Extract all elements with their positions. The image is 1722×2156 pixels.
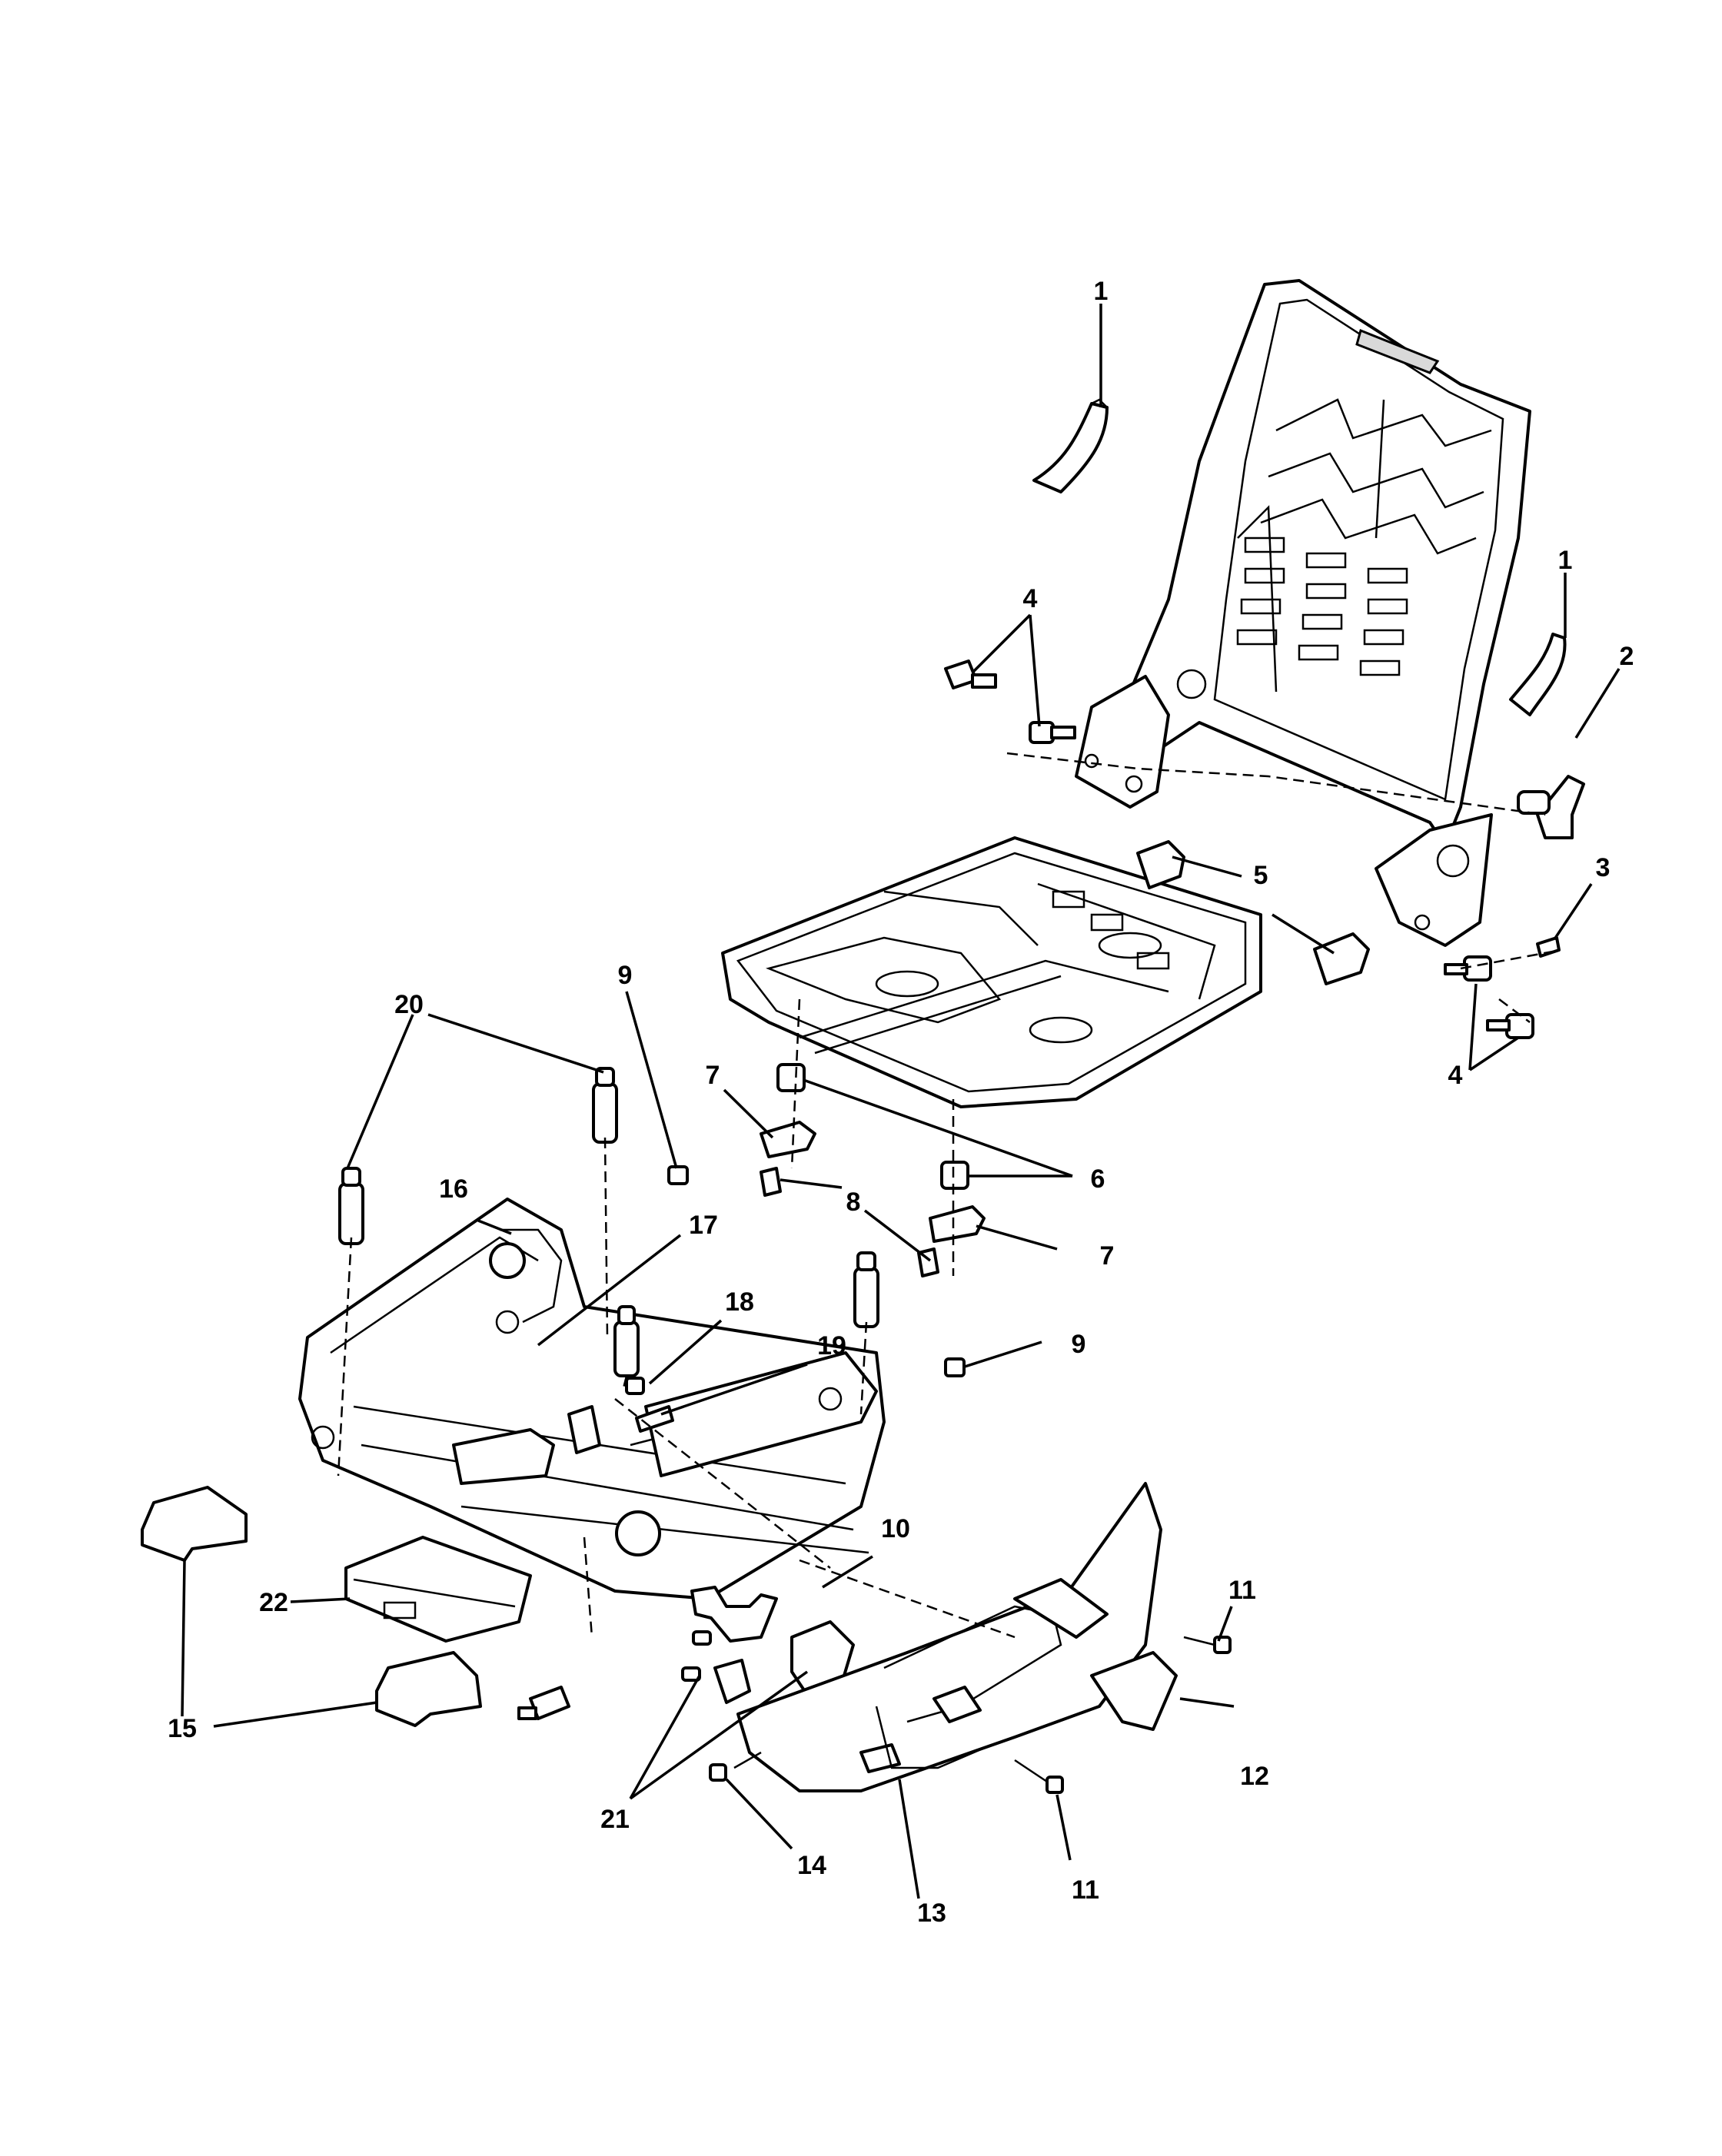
callout-13: 13 bbox=[917, 1899, 946, 1928]
callout-6: 6 bbox=[1091, 1164, 1105, 1194]
callout-19: 19 bbox=[817, 1331, 846, 1360]
callout-7-left: 7 bbox=[706, 1061, 720, 1090]
callout-12: 12 bbox=[1240, 1762, 1269, 1791]
callout-11-lower: 11 bbox=[1072, 1875, 1099, 1905]
callout-15: 15 bbox=[168, 1714, 197, 1743]
screw-3 bbox=[1536, 936, 1561, 958]
pin-20c bbox=[853, 1251, 879, 1328]
callout-21: 21 bbox=[600, 1805, 630, 1834]
seat-cushion-pan bbox=[721, 836, 1262, 1108]
callout-11-upper: 11 bbox=[1228, 1576, 1256, 1605]
track-cover-rear bbox=[375, 1651, 482, 1727]
bolt-lower-1 bbox=[1444, 955, 1492, 982]
callout-1-top: 1 bbox=[1094, 277, 1109, 306]
screw-11a bbox=[1183, 1636, 1232, 1654]
seat-back-frame bbox=[1075, 279, 1531, 947]
callout-2: 2 bbox=[1620, 642, 1634, 671]
callout-4-upper: 4 bbox=[1023, 584, 1038, 613]
stud-8a bbox=[760, 1167, 782, 1197]
recliner-handle bbox=[1517, 775, 1585, 839]
side-shield bbox=[736, 1482, 1178, 1792]
callout-4-lower: 4 bbox=[1448, 1061, 1463, 1090]
nut-9b bbox=[944, 1357, 966, 1377]
connector-plug bbox=[517, 1686, 570, 1720]
callout-17: 17 bbox=[689, 1211, 718, 1240]
callout-5: 5 bbox=[1254, 861, 1268, 890]
trim-cover-right bbox=[1509, 633, 1567, 716]
callout-7-right: 7 bbox=[1100, 1241, 1115, 1271]
callout-14: 14 bbox=[797, 1851, 826, 1880]
callout-10: 10 bbox=[881, 1514, 910, 1543]
pin-20a bbox=[338, 1167, 364, 1245]
callout-9-upper: 9 bbox=[618, 961, 633, 990]
callout-20: 20 bbox=[394, 990, 424, 1019]
trim-cover-upper bbox=[1032, 398, 1109, 493]
callout-9-lower: 9 bbox=[1072, 1330, 1086, 1359]
callout-labels: 1 1 2 3 4 4 5 6 7 7 8 9 9 10 11 11 12 13… bbox=[168, 277, 1634, 1928]
callout-1-right: 1 bbox=[1558, 546, 1573, 575]
bolt-upper-mid bbox=[1029, 721, 1076, 744]
bolt-upper-left bbox=[944, 659, 997, 689]
callout-22: 22 bbox=[259, 1588, 288, 1617]
screw-11b bbox=[1014, 1759, 1064, 1794]
nut-9a bbox=[667, 1165, 689, 1185]
bolt-lower-2 bbox=[1486, 1013, 1534, 1039]
leader-lines bbox=[181, 304, 1621, 1899]
clip-18 bbox=[625, 1377, 645, 1395]
callout-16: 16 bbox=[439, 1174, 468, 1204]
fastener-21b bbox=[681, 1666, 701, 1682]
track-cover-front bbox=[141, 1486, 248, 1562]
clip-5a bbox=[1136, 840, 1185, 889]
pin-17 bbox=[613, 1305, 640, 1377]
assembly-centerlines bbox=[337, 752, 1554, 1639]
bracket-7a bbox=[760, 1121, 816, 1158]
switch-bracket-10 bbox=[690, 1586, 778, 1643]
bracket-7b bbox=[929, 1205, 986, 1243]
callout-8: 8 bbox=[846, 1188, 861, 1217]
callout-3: 3 bbox=[1596, 853, 1611, 882]
pin-20b bbox=[592, 1067, 618, 1144]
bushing-6a bbox=[776, 1063, 806, 1092]
screw-14 bbox=[709, 1751, 762, 1782]
fastener-21a bbox=[692, 1630, 712, 1646]
control-module bbox=[344, 1536, 532, 1643]
callout-18: 18 bbox=[725, 1287, 754, 1317]
clip-5b bbox=[1313, 932, 1370, 985]
bushing-6b bbox=[940, 1161, 969, 1190]
seat-adjuster bbox=[298, 1198, 886, 1600]
